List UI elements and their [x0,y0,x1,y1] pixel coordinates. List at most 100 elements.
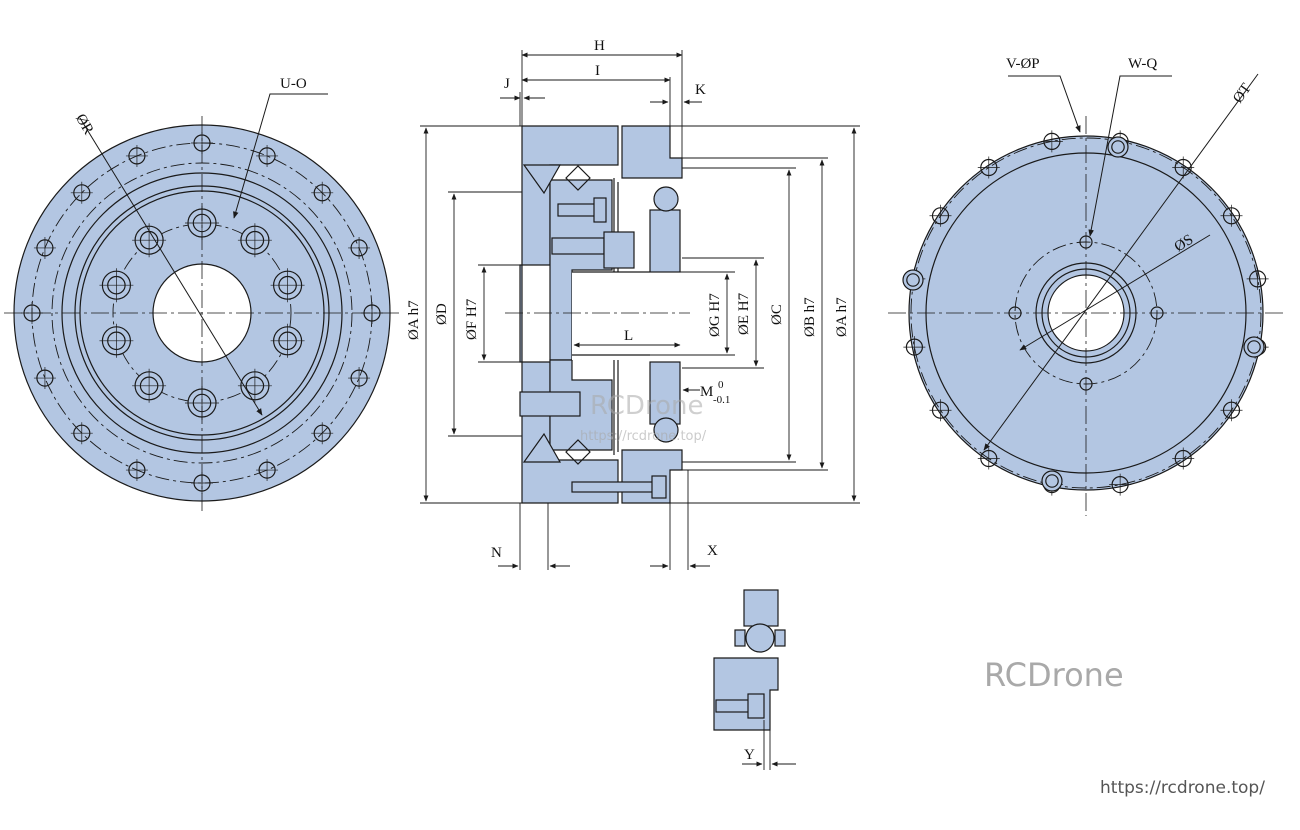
label-dia-e: ØE H7 [736,292,752,335]
section-bolt-lower [519,391,581,417]
detail-view [713,589,796,770]
right-tapped-hole [1107,136,1129,158]
right-outer-hole-cross [903,336,926,359]
label-dia-r: ØR [72,111,96,137]
section-seal-upper [565,165,591,191]
label-n: N [491,545,502,561]
left-inner-hole-cross [99,268,134,303]
section-pin-upper-head [603,231,635,269]
left-inner-hole-cross [237,223,272,258]
section-dimensions [420,50,860,570]
right-outer-hole-cross [929,204,952,227]
label-k: K [695,82,706,98]
label-dia-t: ØT [1230,81,1255,107]
section-flexspline [649,209,681,273]
right-outer-hole-cross [929,399,952,422]
watermark-url: https://rcdrone.top/ [1100,778,1265,798]
watermark-center-brand: RCDrone [590,391,703,421]
left-outer-hole-cross [33,367,56,390]
section-right-body [621,125,683,179]
section-view [420,50,860,570]
left-dia-r-leader [79,117,263,416]
section-bearing-ball-bottom [653,417,679,443]
detail-ball-retainer-right [774,629,786,647]
label-dia-g: ØG H7 [707,293,723,337]
left-outer-hole-cross [33,236,56,259]
right-tapped-holes [902,136,1265,492]
right-outer-hole-cross [1040,130,1063,153]
watermark-center-url: https://rcdrone.top/ [580,429,707,444]
section-wedge-lower [522,432,562,463]
label-j: J [504,76,510,92]
right-outer-hole-cross [1220,399,1243,422]
label-m-lower: -0.1 [713,394,730,406]
right-tapped-hole-inner [1247,340,1261,354]
left-outer-holes [21,132,383,494]
right-outer-hole-cross [1172,447,1195,470]
section-bearing-ball-top [653,186,679,212]
right-tapped-hole [1041,470,1063,492]
section-bolt-upper-head [593,197,607,223]
label-dia-b: ØB h7 [802,297,818,337]
label-dia-d: ØD [434,303,450,325]
right-outer-hole-cross [1220,204,1243,227]
left-outer-hole-cross [70,422,93,445]
right-dia-s-line [1019,234,1211,351]
right-tapped-hole [1243,336,1265,358]
label-dia-a: ØA h7 [406,300,422,340]
left-inner-hole-cross [270,323,305,358]
section-bolt-bottom-head [651,475,667,499]
left-outer-hole-cross [125,144,148,167]
label-dia-c: ØC [769,304,785,325]
watermark-brand: RCDrone [984,656,1124,694]
right-outer-hole-cross [977,156,1000,179]
left-outer-hole-cross [256,459,279,482]
left-inner-hole-cross [132,368,167,403]
section-wedge-upper [522,164,562,195]
section-bore-outline [572,271,650,356]
label-v-p: V-ØP [1006,56,1040,72]
label-y: Y [744,747,755,763]
section-bore [572,272,650,360]
left-outer-hole-cross [70,181,93,204]
right-outer-hole-cross [1246,267,1269,290]
detail-outer-ring [743,589,779,627]
section-bolt-upper [557,203,599,217]
section-bolt-bottom [571,481,661,493]
label-h: H [594,38,605,54]
left-outer-hole-cross [125,459,148,482]
label-m: M [700,384,713,400]
right-tapped-hole-inner [1045,474,1059,488]
label-m-upper: 0 [718,379,724,391]
left-inner-holes [99,206,305,420]
label-dia-a-right: ØA h7 [834,297,850,337]
right-outer-hole-cross [1172,156,1195,179]
left-flange-view [4,93,400,512]
detail-ball-retainer-left [734,629,746,647]
right-w-q-leader [1088,75,1172,237]
section-pin-upper [551,237,605,255]
left-u-o-leader [233,93,328,219]
label-l: L [624,328,633,344]
label-dia-f: ØF H7 [464,298,480,340]
right-tapped-hole-inner [906,273,920,287]
left-outer-hole-cross [348,236,371,259]
left-outer-hole-cross [311,422,334,445]
right-outer-hole-cross [977,447,1000,470]
left-outer-hole-cross [348,367,371,390]
left-outer-hole-cross [256,144,279,167]
right-tapped-hole [902,269,924,291]
detail-bolt-head [747,693,765,719]
label-u-o: U-O [280,76,307,92]
right-v-p-leader [1008,75,1081,133]
left-inner-hole-cross [132,223,167,258]
left-outer-hole-cross [311,181,334,204]
label-w-q: W-Q [1128,56,1157,72]
right-outer-hole-cross [1109,473,1132,496]
left-inner-hole-cross [270,268,305,303]
label-x: X [707,543,718,559]
detail-body [713,657,779,731]
right-dia-t-line [983,73,1259,451]
label-i: I [595,63,600,79]
